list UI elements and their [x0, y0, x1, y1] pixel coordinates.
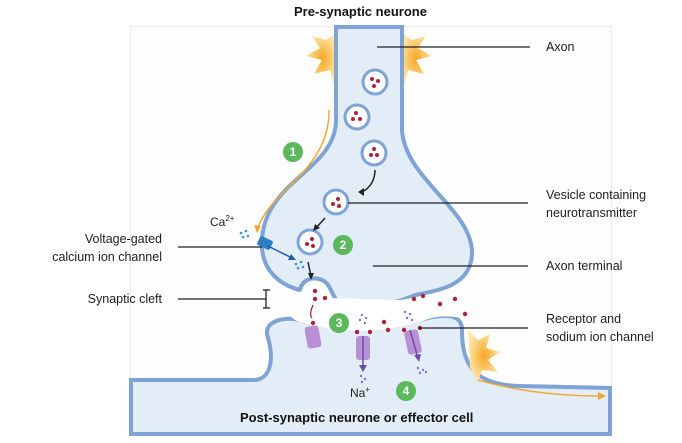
label-axon-terminal: Axon terminal	[546, 259, 623, 273]
impulse-burst-left	[306, 32, 338, 86]
calcium-influx-arrowhead	[288, 254, 296, 260]
vesicles	[296, 68, 389, 256]
receptor-channel	[356, 336, 370, 372]
step-badge-1: 1	[283, 142, 303, 162]
vesicle	[360, 139, 388, 167]
calcium-ion-label: Ca2+	[210, 214, 234, 229]
vesicle	[322, 188, 350, 216]
label-axon: Axon	[546, 40, 575, 54]
vesicle-arrowhead	[308, 273, 314, 280]
post-synaptic-title: Post-synaptic neurone or effector cell	[240, 410, 474, 425]
calcium-symbol: Ca	[210, 215, 226, 229]
pre-synaptic-title: Pre-synaptic neurone	[294, 4, 427, 19]
sodium-charge: +	[365, 385, 371, 394]
label-receptor-line2: sodium ion channel	[546, 330, 654, 344]
impulse-arrowhead-post	[598, 392, 606, 400]
sodium-ion-label: Na+	[350, 385, 370, 400]
calcium-influx-arrow	[267, 245, 293, 259]
vesicle-arrowhead	[313, 224, 320, 231]
label-synaptic-cleft: Synaptic cleft	[87, 292, 162, 306]
vesicle	[361, 68, 389, 96]
receptor-channel	[404, 329, 422, 362]
calcium-ions-outside	[239, 229, 250, 239]
vesicle	[343, 103, 371, 131]
impulse-burst-right	[400, 32, 432, 86]
impulse-burst-post	[468, 330, 500, 382]
sodium-ions	[358, 310, 428, 384]
label-calcium-channel: Voltage-gated calcium ion channel	[20, 230, 162, 266]
vesicle-arrowhead	[358, 188, 364, 196]
vesicle	[296, 228, 324, 256]
label-receptor-line1: Receptor and	[546, 312, 622, 326]
label-calcium-channel-line2: calcium ion channel	[52, 250, 162, 264]
label-calcium-channel-line1: Voltage-gated	[84, 232, 162, 246]
receptor-channel	[304, 325, 322, 349]
impulse-arrow-post	[477, 379, 601, 397]
step-badge-4: 4	[396, 381, 416, 401]
label-vesicle-line2: neurotransmitter	[546, 206, 638, 220]
label-vesicle-line1: Vesicle containing	[546, 188, 647, 202]
neurotransmitter-arrow	[309, 304, 314, 319]
impulse-arrow-pre	[257, 109, 330, 229]
cleft-width-marker	[263, 289, 270, 309]
label-receptor: Receptor and sodium ion channel	[546, 310, 654, 346]
calcium-ions-inside	[294, 260, 305, 270]
step-badge-3: 3	[329, 313, 349, 333]
sodium-symbol: Na	[350, 386, 366, 400]
step-badge-2: 2	[333, 235, 353, 255]
impulse-arrowhead-pre	[254, 225, 261, 233]
calcium-charge: 2+	[225, 214, 235, 223]
label-vesicle: Vesicle containing neurotransmitter	[546, 186, 646, 222]
